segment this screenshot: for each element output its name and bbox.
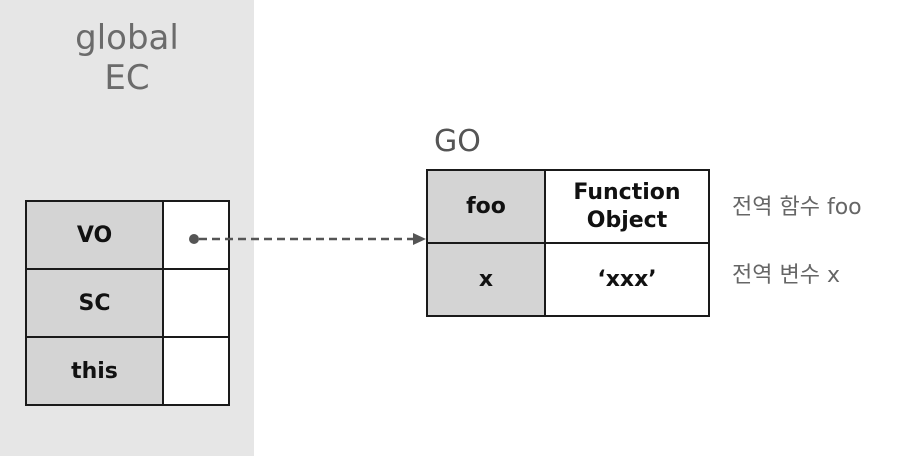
global-ec-title-line2: EC [104,58,150,98]
go-row-foo: foo Function Object [426,169,710,244]
arrow-origin-dot [189,234,199,244]
ec-value-sc [162,268,230,338]
note-global-function-foo: 전역 함수 foo [732,195,862,220]
ec-row-this: this [25,336,230,406]
ec-row-sc: SC [25,268,230,338]
arrow-head [413,233,426,245]
global-ec-table: VO SC this [25,200,230,406]
global-ec-title-line1: global [75,18,179,58]
ec-key-sc: SC [25,268,164,338]
ec-key-this: this [25,336,164,406]
go-key-foo: foo [426,169,546,244]
go-value-foo-line1: Function [573,179,681,205]
ec-value-vo [162,200,230,270]
go-title: GO [434,124,481,159]
go-value-foo: Function Object [544,169,710,244]
note-global-variable-x: 전역 변수 x [732,263,840,288]
go-value-foo-line2: Object [586,207,668,233]
go-value-x: ‘xxx’ [544,242,710,317]
go-row-x: x ‘xxx’ [426,242,710,317]
ec-key-vo: VO [25,200,164,270]
global-ec-title: global EC [0,18,254,98]
go-table: foo Function Object x ‘xxx’ [426,169,710,317]
ec-value-this [162,336,230,406]
go-key-x: x [426,242,546,317]
ec-row-vo: VO [25,200,230,270]
